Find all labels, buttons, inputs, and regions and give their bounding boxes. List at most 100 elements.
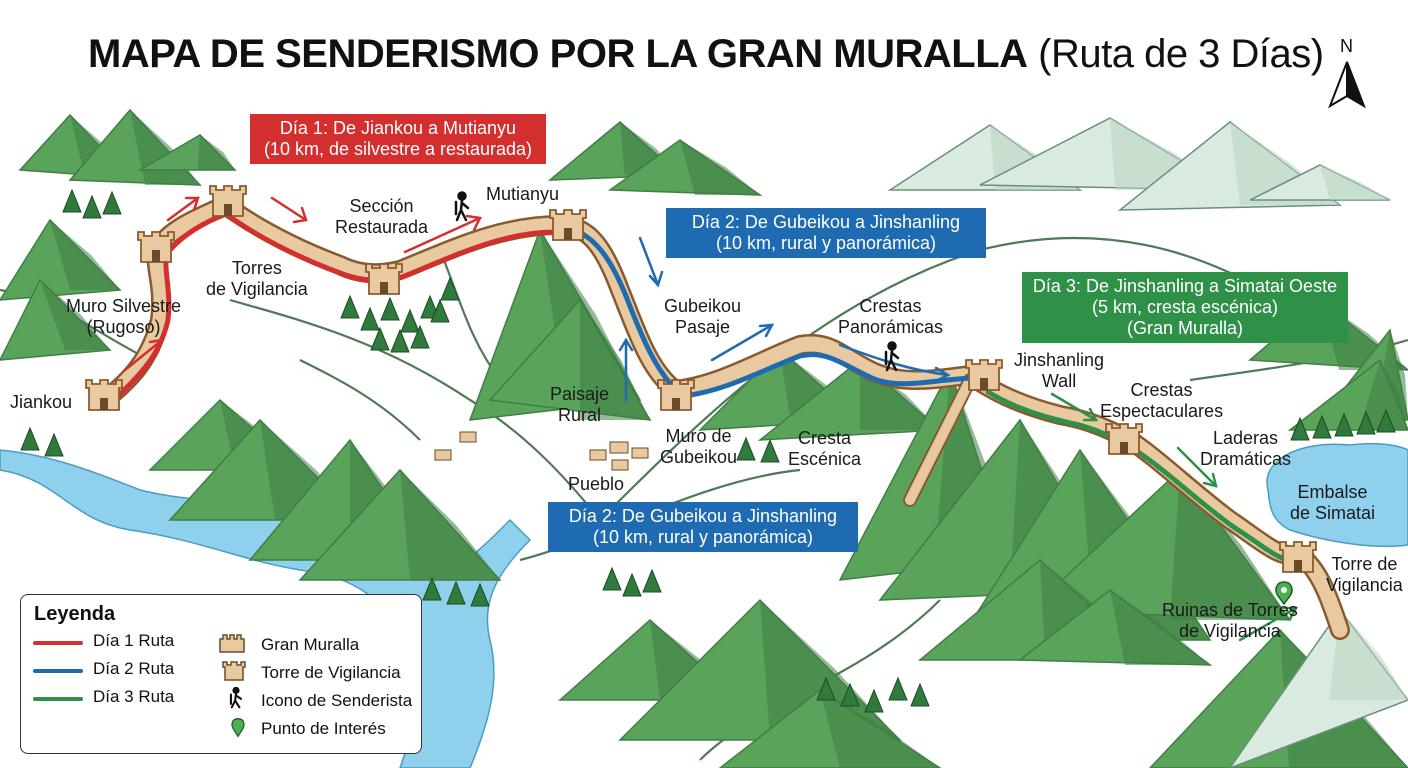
day1-route: [115, 211, 558, 399]
tree-icon: [62, 188, 82, 213]
watchtower-icon: [549, 209, 587, 241]
tree-icon: [82, 194, 102, 219]
watchtower-door: [564, 228, 572, 240]
watchtower-icon: [222, 661, 246, 681]
label-crestas-espectaculares: Crestas Espectaculares: [1100, 380, 1224, 421]
label-gubeikou-pasaje: Gubeikou Pasaje: [664, 296, 742, 337]
day2-banner-bottom: Día 2: De Gubeikou a Jinshanling (10 km,…: [548, 502, 858, 552]
watchtower-icon: [657, 379, 695, 411]
mountain-shade: [1320, 165, 1390, 200]
watchtower-icon: [137, 231, 175, 263]
watchtower-icon: [1279, 541, 1317, 573]
watchtower-door: [980, 378, 988, 390]
day2-banner-top: Día 2: De Gubeikou a Jinshanling (10 km,…: [666, 208, 986, 258]
mountain-shade: [760, 600, 900, 740]
label-embalse-simatai: Embalse de Simatai: [1290, 482, 1376, 523]
map-pin-icon: [1275, 581, 1293, 606]
legend-day2-swatch: [33, 669, 83, 673]
tree-icon: [816, 676, 836, 701]
title-sub: (Ruta de 3 Días): [1038, 32, 1324, 76]
label-ruinas-torres: Ruinas de Torres de Vigilancia: [1162, 600, 1298, 641]
tree-icon: [20, 426, 40, 451]
legend-hiker-label: Icono de Senderista: [261, 691, 413, 710]
legend-tower-label: Torre de Vigilancia: [261, 663, 401, 682]
north-arrow-icon: [1328, 61, 1366, 109]
label-torre-vigilancia: Torre de Vigilancia: [1326, 554, 1403, 595]
legend-day1-label: Día 1 Ruta: [93, 631, 175, 650]
watchtower-icon: [365, 263, 403, 295]
tree-icon: [736, 436, 756, 461]
watchtower-icon: [209, 185, 247, 217]
mountain-shade: [680, 140, 760, 195]
label-cresta-escenica: Cresta Escénica: [788, 428, 862, 469]
hiker-icon: [229, 687, 243, 709]
mountain-shade: [197, 135, 235, 170]
tree-icon: [642, 568, 662, 593]
legend: Leyenda Día 1 Ruta Día 2 Ruta Día 3 Ruta…: [20, 594, 422, 754]
map-pin-icon: [231, 718, 245, 738]
tree-icon: [360, 306, 380, 331]
label-muro-silvestre: Muro Silvestre (Rugoso): [66, 296, 182, 337]
tree-icon: [760, 438, 780, 463]
tree-icon: [1356, 410, 1376, 435]
page-title: MAPA DE SENDERISMO POR LA GRAN MURALLA (…: [88, 28, 1324, 80]
north-arrow: N: [1328, 36, 1368, 110]
tree-icon: [390, 328, 410, 353]
watchtower-icon: [1105, 423, 1143, 455]
mountain-shade: [400, 470, 500, 580]
watchtower-door: [672, 398, 680, 410]
watchtower-door: [1294, 560, 1302, 572]
tree-icon: [888, 676, 908, 701]
tree-icon: [864, 688, 884, 713]
tree-icon: [410, 324, 430, 349]
tree-icon: [622, 572, 642, 597]
tree-icon: [602, 566, 622, 591]
legend-day3-swatch: [33, 697, 83, 701]
label-muro-gubeikou: Muro de Gubeikou: [660, 426, 738, 467]
label-jinshanling-wall: Jinshanling Wall: [1014, 350, 1105, 391]
title-main: MAPA DE SENDERISMO POR LA GRAN MURALLA: [88, 32, 1028, 76]
legend-wall-label: Gran Muralla: [261, 635, 360, 654]
tree-icon: [1376, 408, 1396, 433]
day3-banner: Día 3: De Jinshanling a Simatai Oeste (5…: [1022, 272, 1348, 343]
tree-icon: [446, 580, 466, 605]
wall-icon: [219, 634, 245, 653]
tree-icon: [1290, 416, 1310, 441]
mountain-shade: [820, 690, 940, 768]
tree-icon: [102, 190, 122, 215]
mountain-shade: [1359, 360, 1408, 430]
day2-route: [572, 227, 975, 399]
tree-icon: [422, 576, 442, 601]
label-jiankou: Jiankou: [10, 392, 73, 412]
village: [434, 431, 649, 471]
tree-icon: [340, 294, 360, 319]
mountain-shade: [580, 300, 650, 420]
route-arrows: [123, 196, 1299, 642]
tree-icon: [470, 582, 490, 607]
watchtower-door: [380, 282, 388, 294]
watchtower-icon: [85, 379, 123, 411]
watchtower-door: [152, 250, 160, 262]
legend-day1-swatch: [33, 641, 83, 645]
trees: [20, 188, 1396, 713]
tree-icon: [380, 296, 400, 321]
tree-icon: [400, 308, 420, 333]
legend-day2-label: Día 2 Ruta: [93, 659, 175, 678]
tree-icon: [370, 326, 390, 351]
label-torres-vigilancia: Torres de Vigilancia: [206, 258, 308, 299]
mountains: [0, 108, 1408, 768]
hiker-icon: [454, 191, 900, 372]
tree-icon: [440, 276, 460, 301]
watchtower-icon: [965, 359, 1003, 391]
label-seccion-restaurada: Sección Restaurada: [335, 196, 429, 237]
tree-icon: [430, 298, 450, 323]
tree-icon: [44, 432, 64, 457]
legend-title: Leyenda: [34, 603, 116, 625]
label-crestas-panoramicas: Crestas Panorámicas: [838, 296, 944, 337]
label-pueblo: Pueblo: [568, 474, 625, 494]
label-laderas-dramaticas: Laderas Dramáticas: [1200, 428, 1292, 469]
watchtower-door: [1120, 442, 1128, 454]
legend-poi-label: Punto de Interés: [261, 719, 386, 738]
mountain-shade: [50, 220, 120, 290]
